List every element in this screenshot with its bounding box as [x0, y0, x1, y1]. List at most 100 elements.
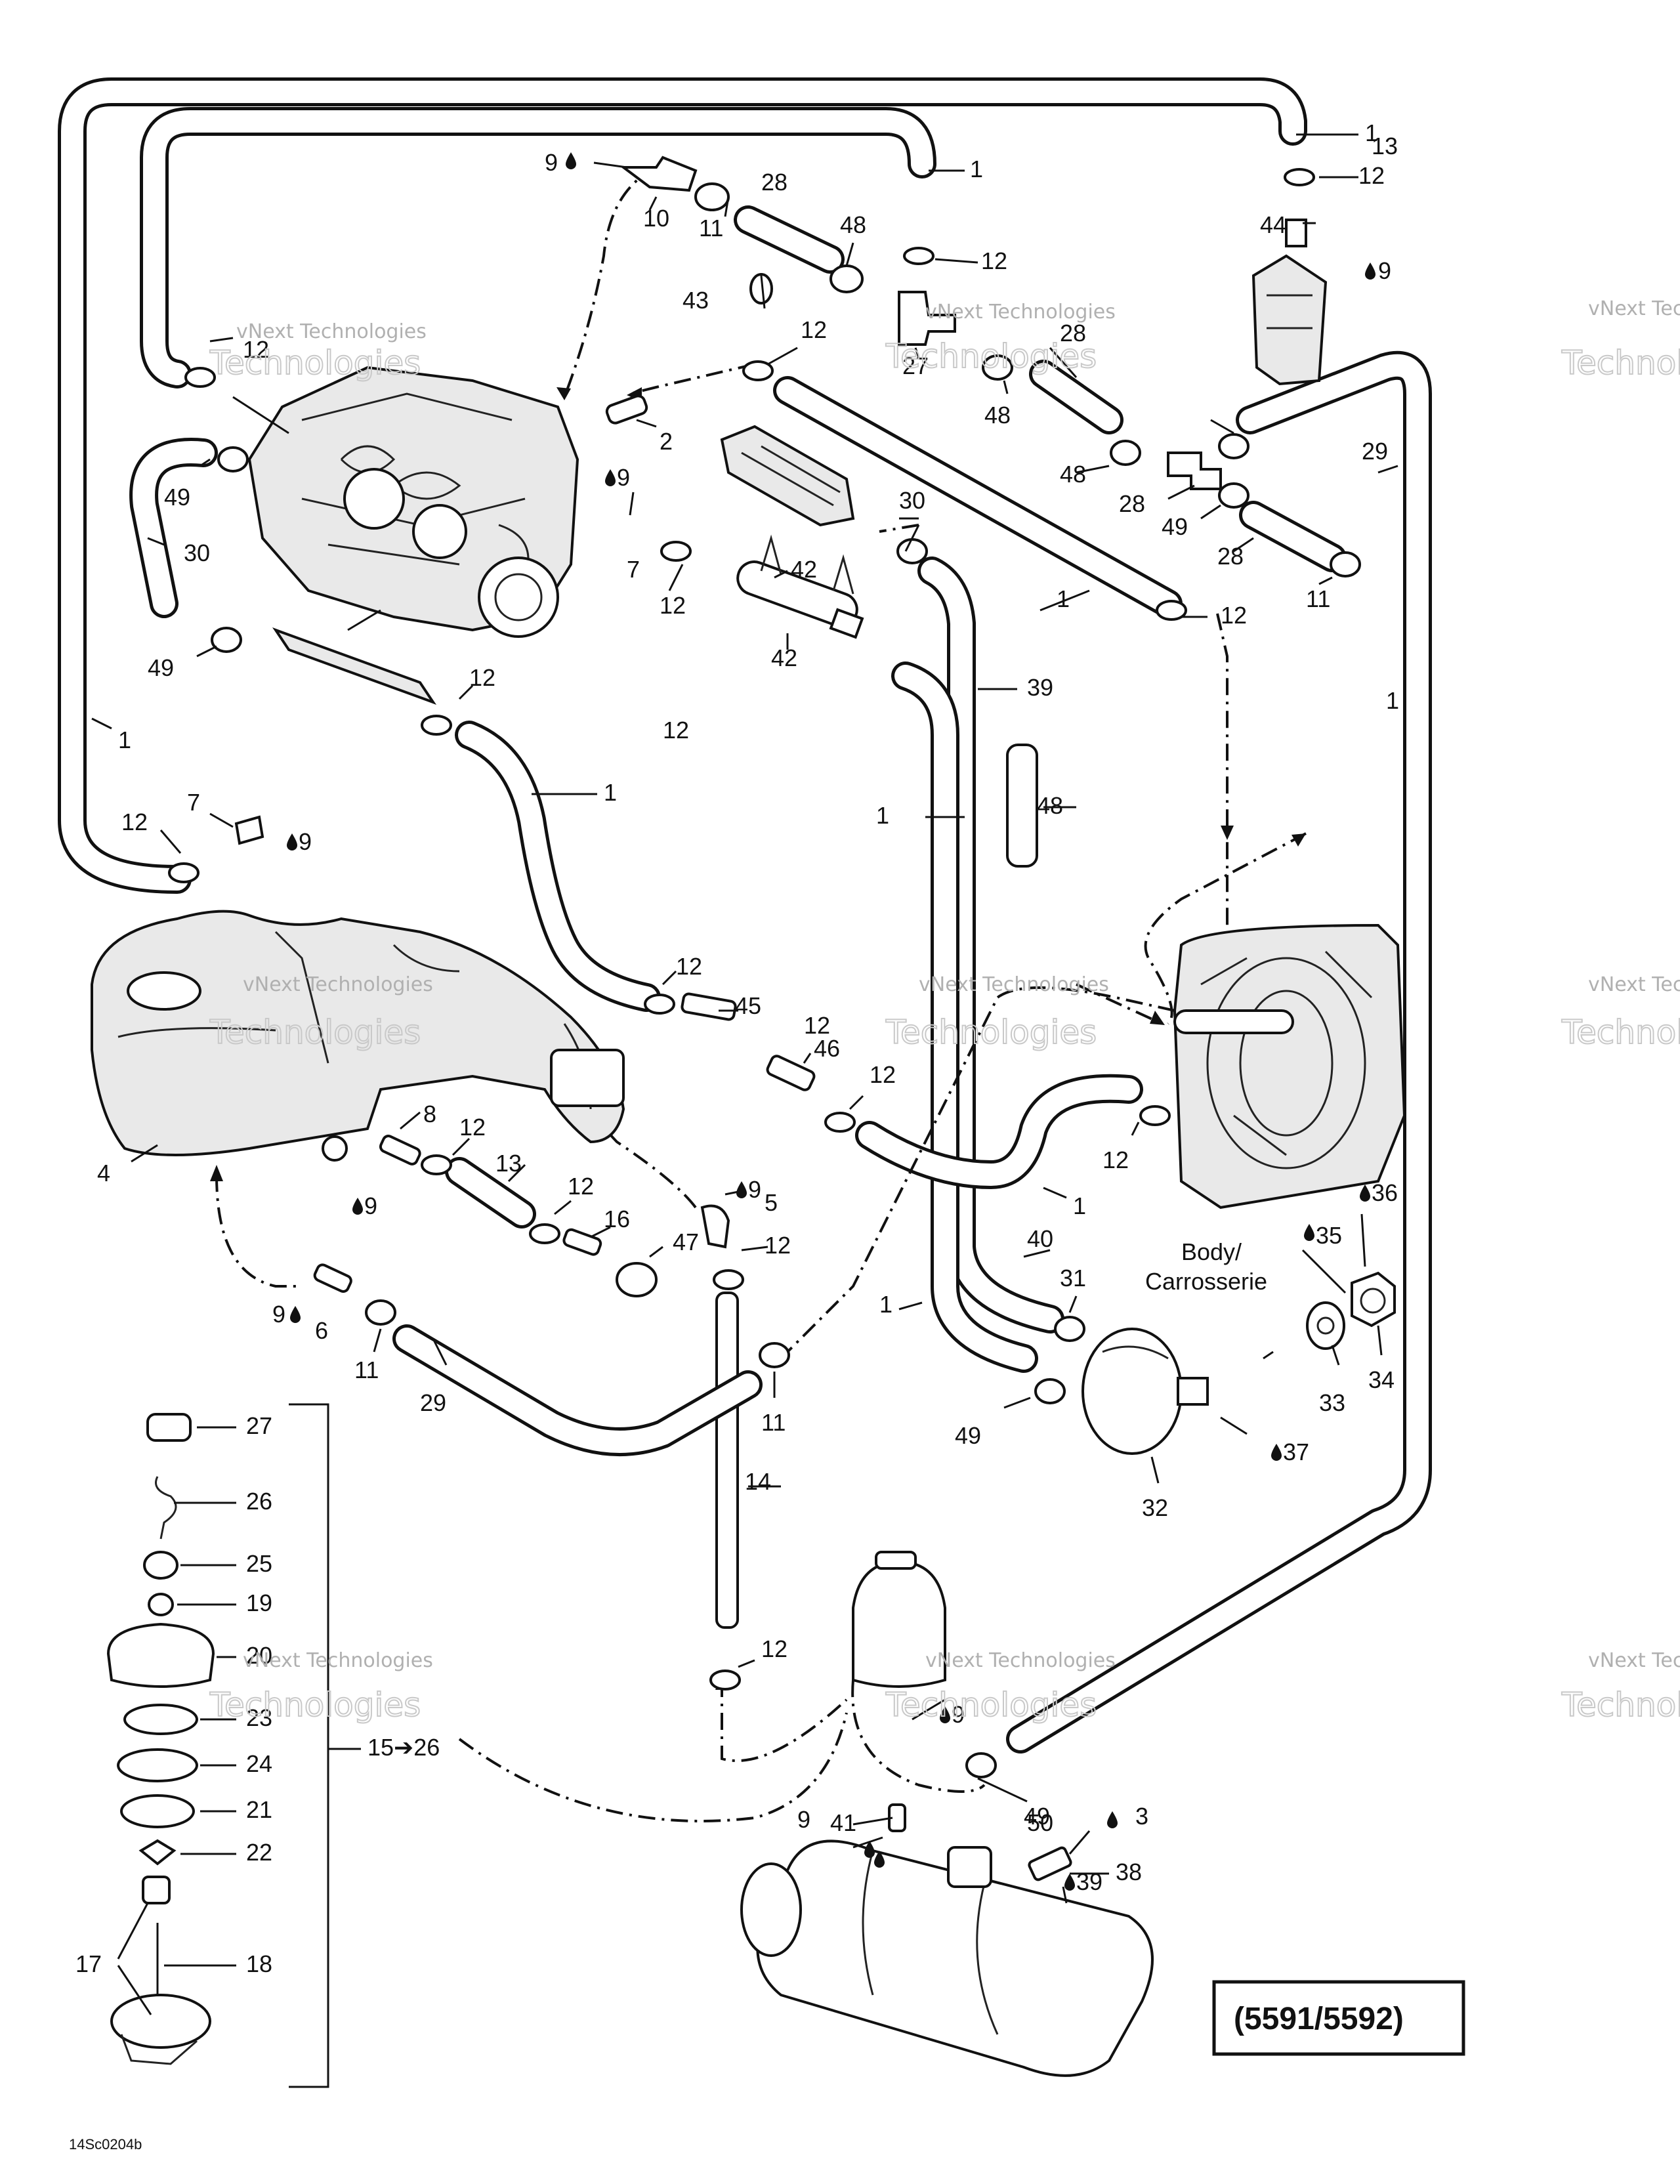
callout-label: 22 [246, 1839, 272, 1866]
callout-label: 39 [1076, 1868, 1102, 1895]
callout-label: 28 [1217, 543, 1244, 570]
small-fittings [234, 156, 1307, 1881]
callout-label: 27 [246, 1412, 272, 1439]
callout-label: 10 [643, 205, 669, 232]
callout-label: 46 [814, 1035, 840, 1062]
callout-label: 28 [761, 169, 788, 196]
callout-label: 20 [246, 1642, 272, 1669]
callout-label: 12 [663, 717, 689, 744]
callout-label: 36 [1372, 1179, 1398, 1206]
callout-label: 38 [1116, 1858, 1142, 1885]
callout-label: 9 [545, 149, 558, 176]
watermark-large: Technologies [1561, 344, 1680, 382]
watermark-large: Technologies [209, 1013, 421, 1051]
engine-block [247, 366, 579, 705]
callout-label: 3 [1135, 1803, 1148, 1830]
figure-code: 14Sc0204b [69, 2136, 142, 2152]
callout-label: 7 [627, 556, 640, 583]
watermark-large: Technologies [885, 1686, 1097, 1724]
callout-label: 9 [617, 464, 630, 491]
callout-label: 44 [1260, 211, 1286, 238]
callout-label: 29 [420, 1389, 446, 1416]
callout-label: 31 [1060, 1265, 1086, 1292]
callout-label: 12 [761, 1635, 788, 1662]
callout-label: 32 [1142, 1494, 1168, 1521]
callout-label: 17 [75, 1950, 102, 1977]
watermark: vNext Technologies [925, 301, 1116, 324]
kit-range-label: 15➔26 [368, 1734, 440, 1761]
callout-label: 41 [830, 1809, 856, 1836]
callout-label: 33 [1319, 1389, 1345, 1416]
callout-label: 5 [765, 1189, 778, 1216]
callout-label: 12 [568, 1173, 594, 1200]
callout-label: 9 [797, 1806, 810, 1833]
watermark-large: Technologies [1561, 1013, 1680, 1051]
callout-label: 30 [899, 487, 925, 514]
callout-label: 12 [459, 1114, 486, 1141]
callout-label: 12 [660, 592, 686, 619]
watermarks: vNext Technologies Technologies vNext Te… [209, 297, 1680, 1725]
callout-label: 12 [121, 808, 148, 835]
callout-label: 11 [761, 1409, 786, 1436]
exhaust-manifold-cover [720, 425, 855, 527]
callout-label: 11 [354, 1356, 379, 1383]
callout-label: 1 [970, 156, 983, 182]
watermark: vNext Technologies [236, 320, 427, 343]
leader-lines [91, 133, 1398, 2088]
callout-label: 49 [164, 484, 190, 511]
callout-label: 1 [1057, 585, 1070, 612]
callout-label: 49 [1162, 513, 1188, 540]
callout-label: 12 [676, 953, 702, 980]
callout-label: 8 [423, 1101, 436, 1127]
callout-label: 50 [1027, 1809, 1053, 1836]
callout-label: 13 [1372, 133, 1398, 159]
sealant-droplets [287, 152, 1376, 1891]
callout-label: 49 [1024, 1803, 1050, 1830]
watermark-large: Technologies [209, 344, 421, 382]
callout-label: 1 [1386, 687, 1399, 714]
callout-label: 42 [791, 556, 817, 583]
reference-box [1212, 1980, 1465, 2056]
watermark: vNext Technologies [1588, 973, 1680, 996]
callout-label: 14 [745, 1468, 771, 1495]
callout-label: 12 [804, 1012, 830, 1039]
callout-label: 29 [1362, 438, 1388, 465]
callout-label: 26 [246, 1488, 272, 1515]
callout-label: 37 [1283, 1438, 1309, 1465]
callout-label: 11 [1306, 585, 1330, 612]
callout-label: 21 [246, 1796, 272, 1823]
callout-label: 48 [1037, 792, 1063, 819]
callout-label: 12 [765, 1232, 791, 1259]
callout-label: 48 [984, 402, 1011, 429]
watermark: vNext Technologies [919, 973, 1109, 996]
body-label-fr: Carrosserie [1145, 1268, 1267, 1295]
watermark: vNext Technologies [243, 973, 433, 996]
callout-label: 9 [748, 1176, 761, 1203]
callout-label: 16 [604, 1206, 630, 1232]
callout-label: 45 [735, 992, 761, 1019]
callout-label: 13 [495, 1150, 522, 1177]
callout-label: 25 [246, 1550, 272, 1577]
callout-label: 35 [1316, 1222, 1342, 1249]
part-33-cap [1306, 1271, 1396, 1350]
part-41-fitting [736, 534, 864, 639]
callout-label: 49 [148, 654, 174, 681]
callout-label: 48 [1060, 461, 1086, 488]
kit-stack [106, 1413, 215, 2065]
part-top-right-fitting [1251, 254, 1328, 386]
callout-label: 12 [1358, 162, 1385, 189]
callout-label: 12 [801, 316, 827, 343]
hoses [58, 77, 1432, 1754]
watermark: vNext Technologies [925, 1649, 1116, 1672]
callout-label: 28 [1119, 490, 1145, 517]
watermark: vNext Technologies [243, 1649, 433, 1672]
watermark-large: Technologies [885, 337, 1097, 375]
callout-label: 6 [315, 1317, 328, 1344]
callout-label: 43 [682, 287, 709, 314]
tank-assembly [91, 910, 625, 1162]
callout-label: 42 [771, 644, 797, 671]
callout-label: 49 [955, 1422, 981, 1449]
callout-label: 1 [118, 726, 131, 753]
callout-label: 9 [952, 1701, 965, 1728]
